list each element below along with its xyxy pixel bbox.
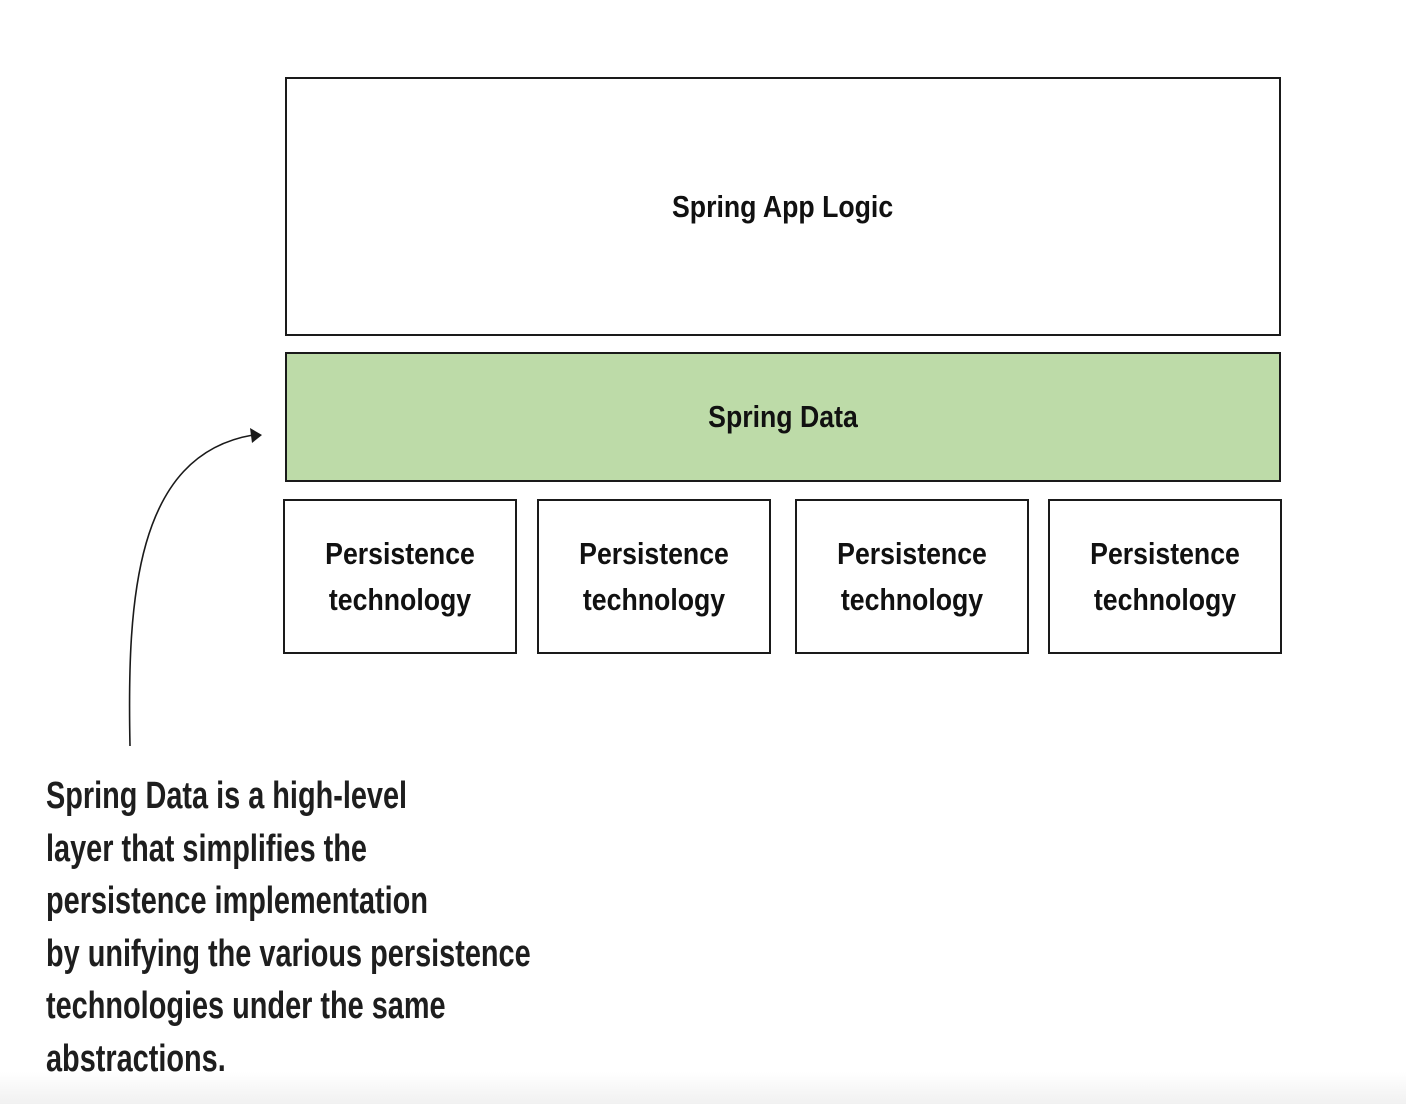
persistence-technology-line1: Persistence [837,535,987,571]
persistence-technology-line1: Persistence [325,535,475,571]
persistence-technology-line2: technology [328,581,472,617]
callout-arrow-curve [128,434,254,747]
persistence-technology-box-4: Persistence technology [1048,499,1282,654]
spring-data-label: Spring Data [708,399,858,434]
callout-line-4: by unifying the various persistence [46,932,531,975]
persistence-technology-line2: technology [840,581,984,617]
persistence-technology-line1: Persistence [1090,535,1240,571]
spring-app-logic-box: Spring App Logic [285,77,1281,336]
persistence-technology-line2: technology [582,581,726,617]
callout-text: Spring Data is a high-level layer that s… [46,770,531,1085]
callout-arrowhead [250,428,262,443]
callout-line-2: layer that simplifies the [46,827,368,870]
spring-app-logic-label: Spring App Logic [672,188,894,224]
callout-line-3: persistence implementation [46,880,428,922]
persistence-technology-line2: technology [1093,581,1237,617]
persistence-technology-box-1: Persistence technology [283,499,517,654]
callout-line-5: technologies under the same [46,985,446,1027]
bottom-shade [0,1072,1406,1104]
callout-line-6: abstractions. [46,1037,226,1080]
spring-data-box: Spring Data [285,352,1281,482]
persistence-technology-box-3: Persistence technology [795,499,1029,654]
callout-line-1: Spring Data is a high-level [46,775,408,817]
persistence-technology-line1: Persistence [579,535,729,571]
persistence-technology-box-2: Persistence technology [537,499,771,654]
